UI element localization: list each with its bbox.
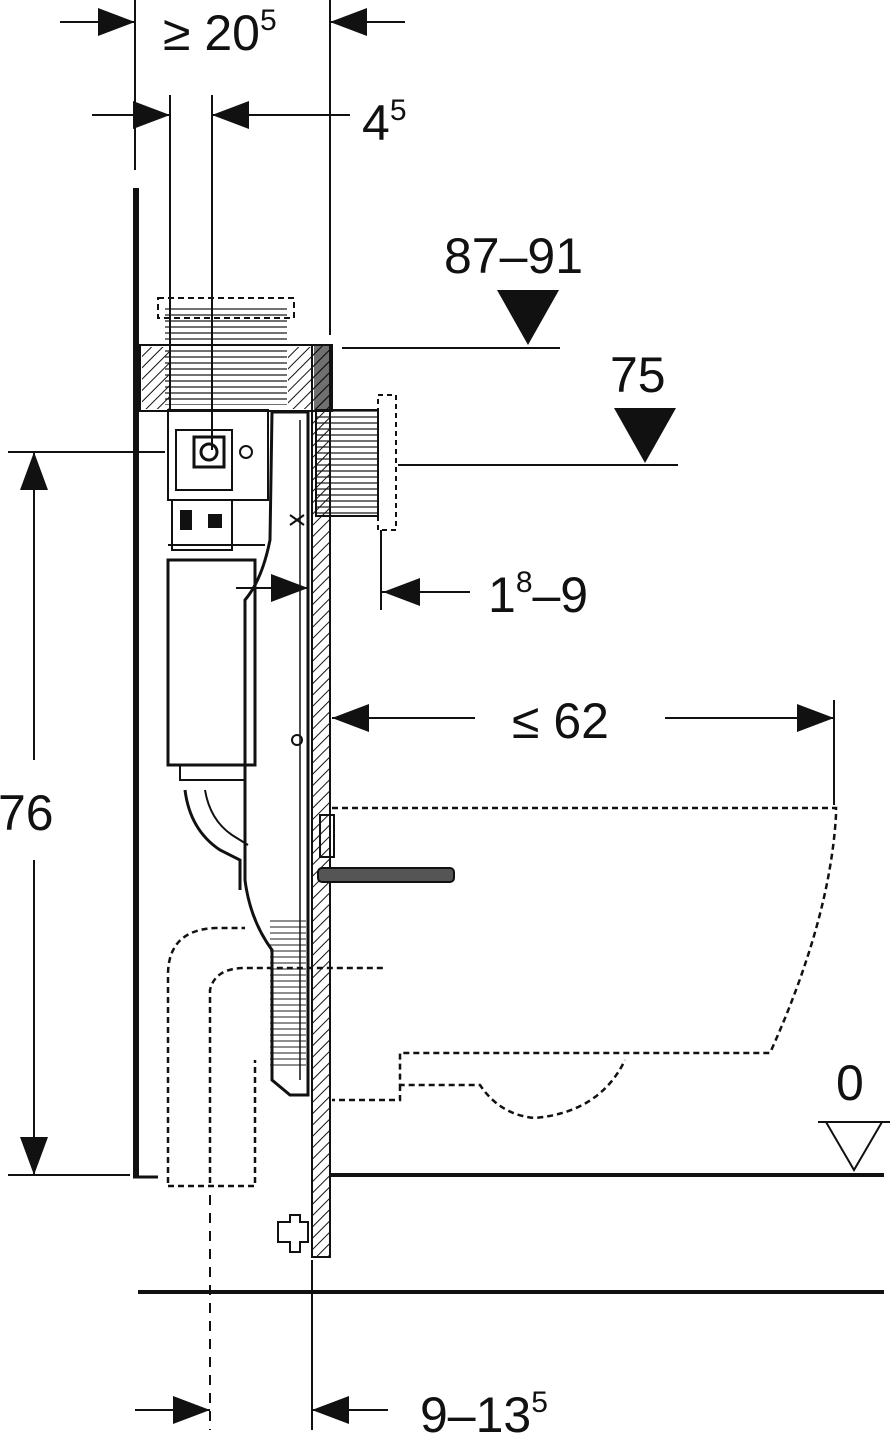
- dimension-min-width: ≥ 205: [60, 0, 405, 335]
- floor-line: 0: [330, 1055, 890, 1177]
- arrow-left-icon: [332, 704, 369, 732]
- arrow-left-icon: [312, 1396, 349, 1424]
- arrow-up-icon: [20, 452, 48, 490]
- arrow-right-icon: [98, 8, 135, 36]
- label-max-depth: ≤ 62: [512, 693, 609, 749]
- cistern-body: [166, 409, 269, 890]
- dimension-frame-height: 76: [0, 451, 165, 1176]
- dimension-clearance: 18–9: [380, 530, 588, 623]
- label-bottom-offset: 9–135: [420, 1386, 548, 1440]
- label-height-upper: 87–91: [444, 228, 583, 284]
- dimension-max-depth: ≤ 62: [332, 693, 835, 805]
- dimension-inner-gap: [236, 574, 308, 602]
- arrow-right-icon: [271, 574, 308, 602]
- flush-plate: [315, 394, 397, 531]
- level-marker-75: 75: [398, 347, 678, 466]
- arrow-left-icon: [383, 578, 420, 606]
- label-min-width: ≥ 205: [163, 4, 277, 61]
- front-panel: [311, 344, 331, 1258]
- cistern-top: [139, 297, 333, 412]
- arrow-right-icon: [133, 101, 170, 129]
- arrow-right-icon: [797, 704, 834, 732]
- toilet-bowl: [319, 806, 838, 1120]
- label-floor-level: 0: [836, 1055, 864, 1111]
- level-triangle-icon: [614, 408, 676, 463]
- label-frame-height: 76: [0, 785, 54, 841]
- dimension-offset: 45: [92, 94, 407, 450]
- arrow-right-icon: [173, 1396, 210, 1424]
- arrow-down-icon: [20, 1137, 48, 1175]
- level-open-triangle-icon: [824, 1121, 884, 1172]
- arrow-left-icon: [330, 8, 367, 36]
- level-triangle-icon: [497, 290, 559, 345]
- label-clearance: 18–9: [488, 566, 588, 623]
- label-height-75: 75: [610, 347, 666, 403]
- frame-upright: [243, 410, 310, 1097]
- arrow-left-icon: [212, 101, 249, 129]
- fixing-bolt: [317, 867, 455, 883]
- label-offset: 45: [362, 94, 407, 151]
- frame-foot: [277, 1214, 309, 1253]
- back-wall: [133, 150, 158, 1179]
- level-marker-upper: 87–91: [342, 228, 583, 349]
- drain-pipe: [166, 926, 385, 1188]
- dimension-bottom-offset: 9–135: [135, 1195, 548, 1440]
